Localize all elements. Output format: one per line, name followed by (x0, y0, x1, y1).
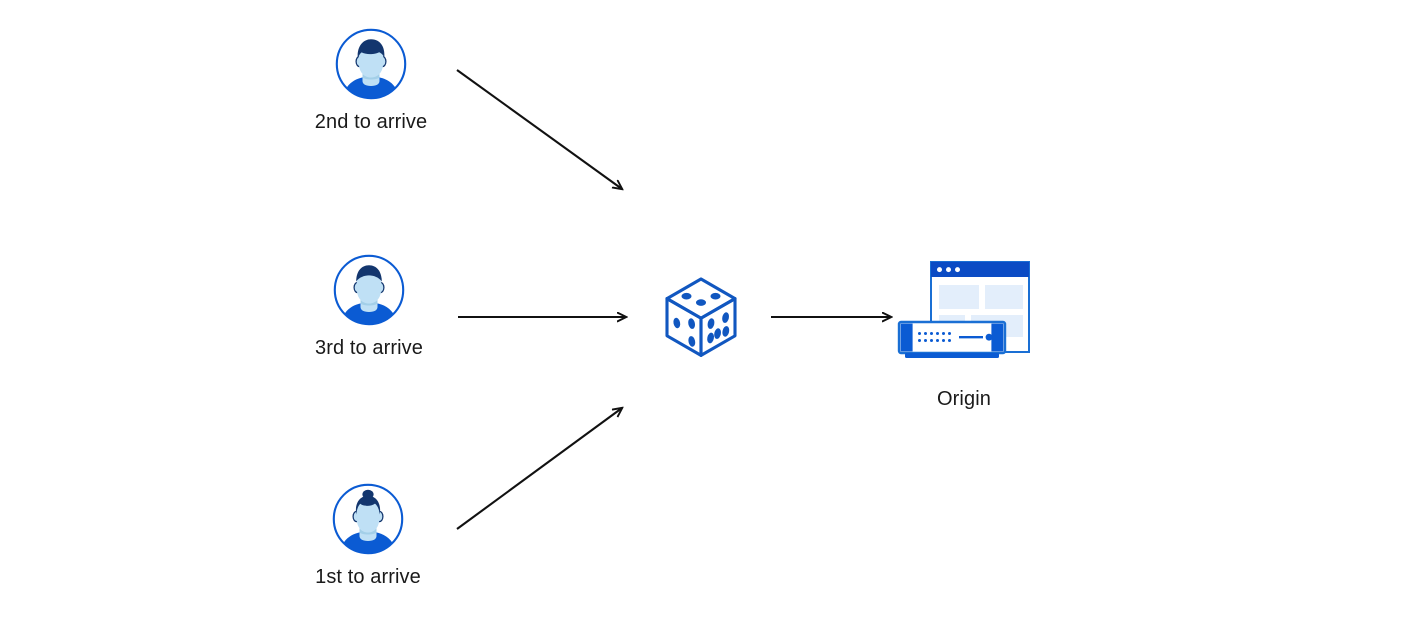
node-client-2nd[interactable]: 2nd to arrive (298, 27, 444, 134)
node-label-client-2nd: 2nd to arrive (314, 111, 428, 133)
node-origin[interactable]: Origin (895, 258, 1035, 411)
node-label-client-1st: 1st to arrive (315, 566, 421, 588)
user-avatar-male-icon (334, 27, 408, 101)
node-client-1st[interactable]: 1st to arrive (295, 482, 441, 589)
arrow-2nd-to-dice (456, 69, 622, 189)
server-appliance-glyph (897, 320, 1007, 358)
user-avatar-female-icon (331, 482, 405, 556)
node-randomizer[interactable] (655, 271, 747, 373)
arrow-1st-to-dice (456, 408, 622, 530)
origin-server-icon (895, 258, 1035, 368)
dice-icon (655, 271, 747, 363)
user-avatar-male-icon (332, 253, 406, 327)
node-label-client-3rd: 3rd to arrive (314, 337, 423, 359)
node-client-3rd[interactable]: 3rd to arrive (296, 253, 442, 360)
node-label-origin: Origin (937, 388, 991, 410)
